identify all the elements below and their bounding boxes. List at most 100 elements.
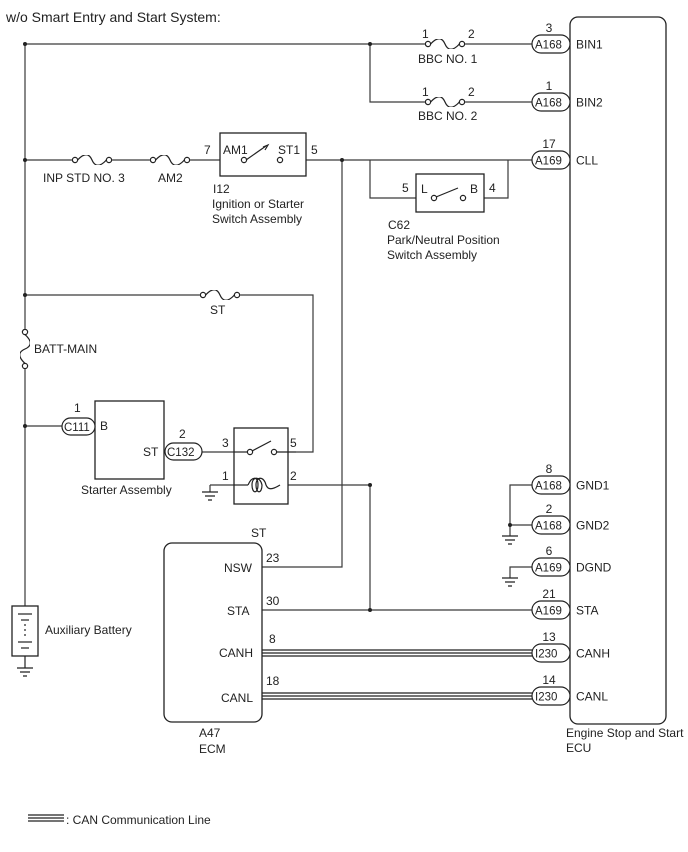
ecm-pin-num: 23 (266, 551, 280, 565)
connector-a168 (531, 515, 571, 535)
ground-symbol (202, 491, 218, 501)
ecm: NSW STA CANH CANL 23 30 8 18 A47 ECM (163, 542, 280, 756)
fuse-bbc-no1: 1 2 BBC NO. 1 (418, 27, 478, 66)
connector-label: A168 (535, 481, 562, 493)
pin-num-left: 7 (204, 143, 211, 157)
pin-number: 8 (546, 462, 553, 476)
component-name: ECM (199, 742, 226, 756)
connector-a168 (531, 475, 571, 495)
connector-label: I230 (535, 649, 557, 661)
legend-label: : CAN Communication Line (66, 813, 211, 827)
connector-a168 (531, 92, 571, 112)
starter-assembly: B ST C111 1 C132 2 Starter Assembly (61, 400, 203, 497)
st-relay: 3 5 1 2 ST (222, 427, 297, 540)
component-id: A47 (199, 726, 221, 740)
legend: : CAN Communication Line (28, 813, 211, 827)
pin-number: 14 (542, 673, 556, 687)
fuse-label: INP STD NO. 3 (43, 171, 125, 185)
fuse-pin-out: 2 (468, 85, 475, 99)
pin-label: CLL (576, 154, 598, 168)
ecm-pin-num: 18 (266, 674, 280, 688)
relay-pin-3: 3 (222, 436, 229, 450)
pin-number: 21 (542, 587, 556, 601)
component-name: Starter Assembly (81, 483, 172, 497)
connector-label: A168 (535, 40, 562, 52)
pin-label: STA (576, 604, 598, 618)
fuse-label: ST (210, 303, 226, 317)
relay-pin-5: 5 (290, 436, 297, 450)
fuse-am2: AM2 (150, 155, 190, 185)
ecm-pin-canh: CANH (219, 646, 253, 660)
pin-num-st: 2 (179, 427, 186, 441)
component-id: I12 (213, 182, 230, 196)
pin-st-label: ST (143, 445, 159, 459)
pin-num-b: 1 (74, 401, 81, 415)
pin-st1-label: ST1 (278, 143, 300, 157)
connector-i230 (531, 686, 571, 706)
fuse-label: BBC NO. 2 (418, 109, 478, 123)
connector-a169 (531, 557, 571, 577)
component-name: Engine Stop and Start ECU (566, 726, 684, 755)
component-name: Park/Neutral Position Switch Assembly (387, 233, 500, 262)
pin-l-label: L (421, 182, 428, 196)
pin-label: GND2 (576, 519, 610, 533)
pin-label: BIN2 (576, 96, 603, 110)
pin-label: BIN1 (576, 38, 603, 52)
connector-label: A169 (535, 606, 562, 618)
pin-b-label: B (100, 419, 108, 433)
diagram-title: w/o Smart Entry and Start System: (5, 9, 221, 25)
ecm-pin-canl: CANL (221, 691, 253, 705)
fuse-inp-std-no3: INP STD NO. 3 (43, 155, 125, 185)
pin-am1-label: AM1 (223, 143, 248, 157)
connector-label: A169 (535, 156, 562, 168)
pin-label: CANH (576, 647, 610, 661)
connector-label: I230 (535, 692, 557, 704)
pin-number: 2 (546, 502, 553, 516)
fuse-label: BBC NO. 1 (418, 52, 478, 66)
fuse-st: ST (200, 290, 240, 317)
connector-a168 (531, 34, 571, 54)
pin-number: 6 (546, 544, 553, 558)
pin-label: DGND (576, 561, 612, 575)
component-id: C62 (388, 218, 410, 232)
fuse-bbc-no2: 1 2 BBC NO. 2 (418, 85, 478, 123)
park-neutral-switch: L B 5 4 C62 Park/Neutral Position Switch… (387, 173, 500, 262)
pin-number: 1 (546, 79, 553, 93)
component-name: Ignition or Starter Switch Assembly (212, 197, 305, 226)
ignition-switch: AM1 ST1 7 5 I12 Ignition or Starter Swit… (204, 132, 318, 226)
connector-label: A169 (535, 563, 562, 575)
wires (24, 43, 532, 612)
pin-num-right: 5 (311, 143, 318, 157)
relay-pin-1: 1 (222, 469, 229, 483)
ecm-pin-sta: STA (227, 604, 249, 618)
pin-b-label: B (470, 182, 478, 196)
connector-i230 (531, 643, 571, 663)
pin-label: GND1 (576, 479, 610, 493)
connector-label: A168 (535, 98, 562, 110)
ground-symbol (502, 535, 518, 587)
ecm-pin-num: 8 (269, 632, 276, 646)
fuse-pin-in: 1 (422, 85, 429, 99)
can-lines (262, 649, 532, 700)
fuse-label: BATT-MAIN (34, 342, 97, 356)
ecm-pin-nsw: NSW (224, 561, 253, 575)
pin-num-left: 5 (402, 181, 409, 195)
pin-num-right: 4 (489, 181, 496, 195)
ecm-pin-num: 30 (266, 594, 280, 608)
engine-stop-start-ecu: A1683BIN1A1681BIN2A16917CLLA1688GND1A168… (531, 16, 684, 755)
connector-c111: C111 (64, 422, 90, 434)
fuse-pin-in: 1 (422, 27, 429, 41)
relay-pin-2: 2 (290, 469, 297, 483)
connector-label: A168 (535, 521, 562, 533)
pin-number: 3 (546, 21, 553, 35)
connector-a169 (531, 600, 571, 620)
